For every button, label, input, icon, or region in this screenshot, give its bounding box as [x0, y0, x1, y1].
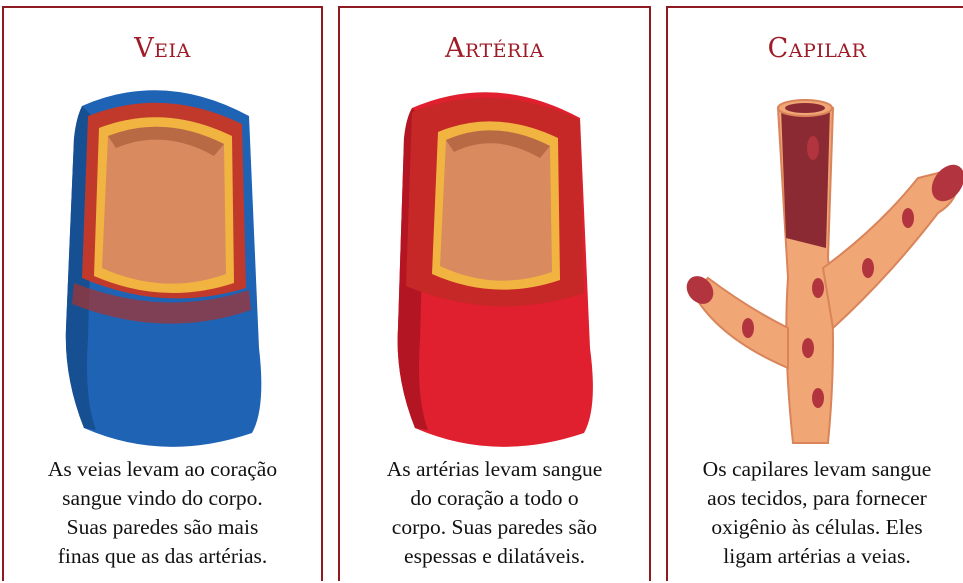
capillary-caption-line: Os capilares levam sangue [672, 455, 962, 484]
artery-caption-line: As artérias levam sangue [344, 455, 645, 484]
capillary-panel: Capilar Os capilares levam sangue aos te… [666, 6, 963, 581]
vein-illustration [4, 78, 325, 448]
capillary-caption-line: aos tecidos, para fornecer [672, 484, 962, 513]
capillary-caption-line: oxigênio às células. Eles [672, 513, 962, 542]
artery-caption-line: espessas e dilatáveis. [344, 542, 645, 571]
capillary-illustration [668, 78, 963, 448]
capillary-caption: Os capilares levam sangue aos tecidos, p… [672, 455, 962, 571]
artery-caption-line: corpo. Suas paredes são [344, 513, 645, 542]
vein-caption-line: sangue vindo do corpo. [8, 484, 317, 513]
vein-title: Veia [4, 33, 321, 64]
capillary-title: Capilar [668, 33, 963, 64]
vein-panel: Veia As veias levam ao coração sangue vi… [2, 6, 323, 581]
vein-caption-line: finas que as das artérias. [8, 542, 317, 571]
artery-illustration [340, 78, 653, 448]
artery-title: Artéria [340, 33, 649, 64]
capillary-caption-line: ligam artérias a veias. [672, 542, 962, 571]
artery-panel: Artéria As artérias levam sangue do cora… [338, 6, 651, 581]
vein-caption-line: As veias levam ao coração [8, 455, 317, 484]
artery-caption: As artérias levam sangue do coração a to… [344, 455, 645, 571]
vein-caption-line: Suas paredes são mais [8, 513, 317, 542]
artery-caption-line: do coração a todo o [344, 484, 645, 513]
vein-caption: As veias levam ao coração sangue vindo d… [8, 455, 317, 571]
